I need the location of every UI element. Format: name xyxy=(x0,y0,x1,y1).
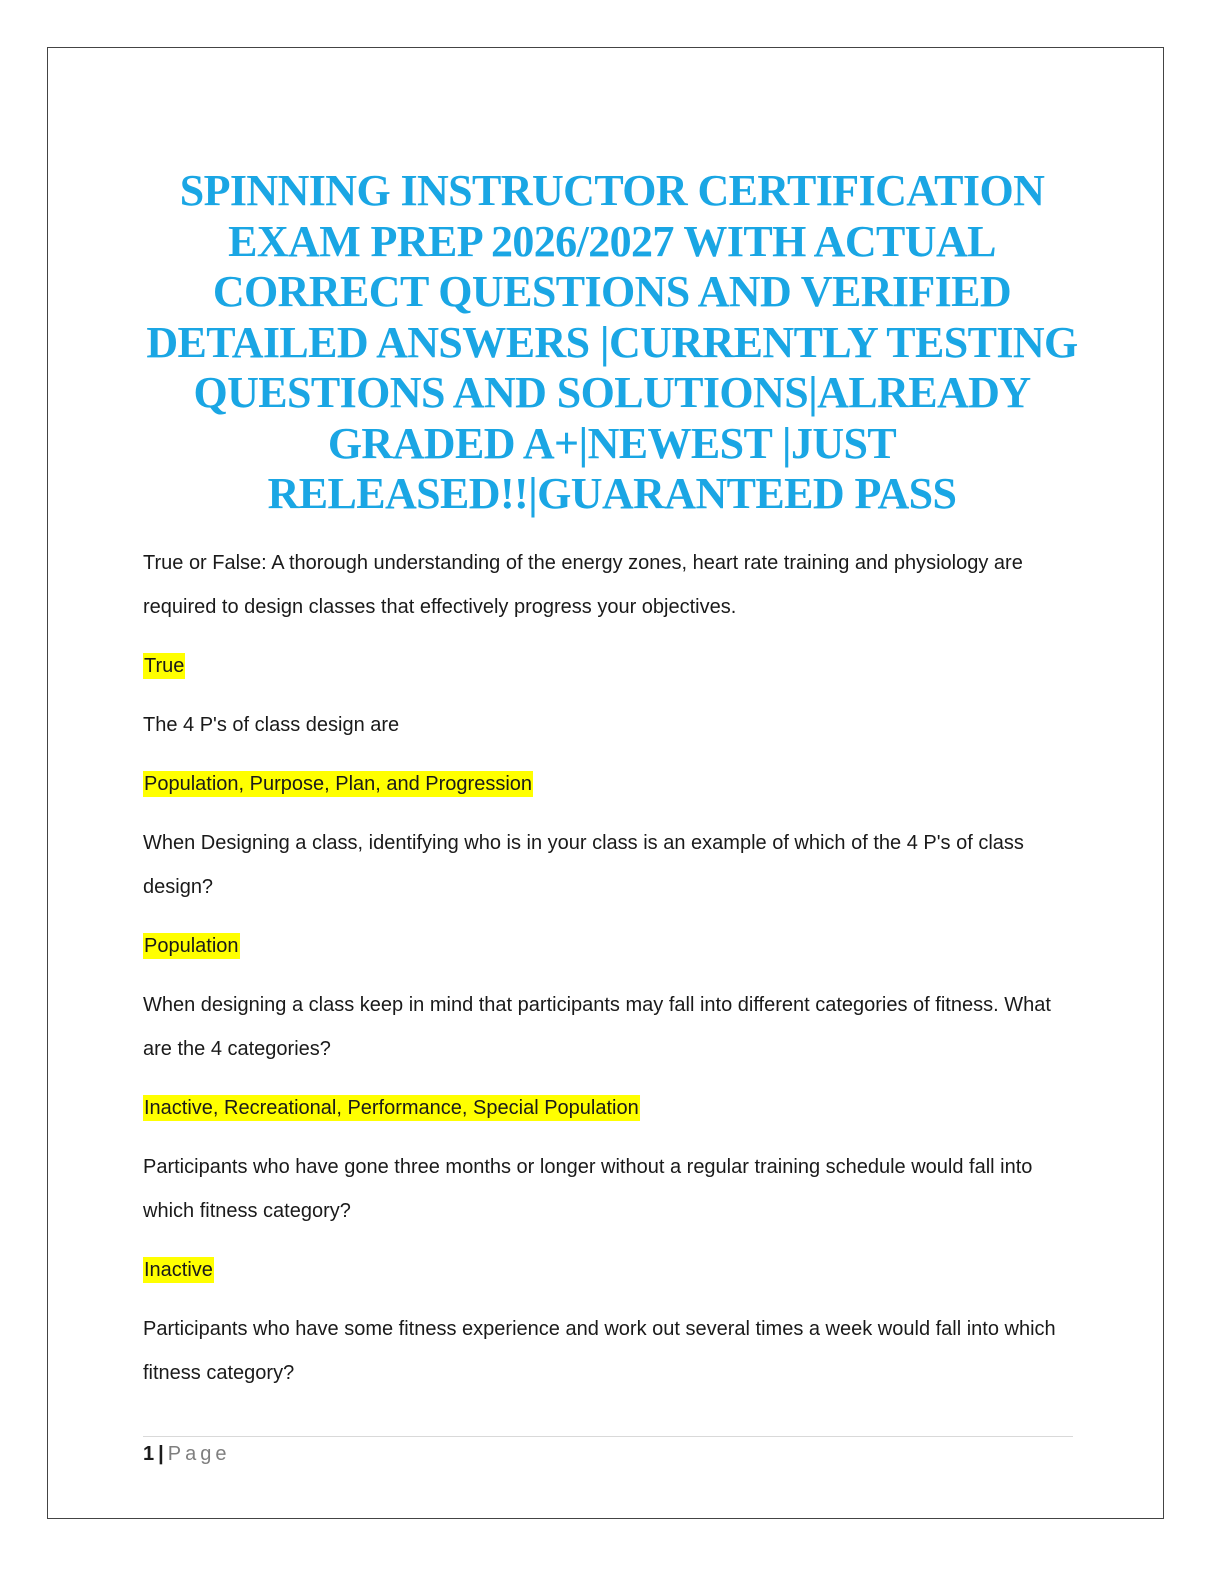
question-1: True or False: A thorough understanding … xyxy=(143,552,1023,618)
answer-5: Inactive xyxy=(143,1257,214,1283)
answer-4-row: Inactive, Recreational, Performance, Spe… xyxy=(143,1086,1083,1130)
answer-3-row: Population xyxy=(143,924,1083,968)
answer-4: Inactive, Recreational, Performance, Spe… xyxy=(143,1095,640,1121)
question-3: When Designing a class, identifying who … xyxy=(143,832,1024,898)
page-border xyxy=(47,47,1164,1519)
answer-2-row: Population, Purpose, Plan, and Progressi… xyxy=(143,762,1083,806)
answer-5-row: Inactive xyxy=(143,1248,1083,1292)
page-number: 1 xyxy=(143,1443,155,1465)
question-2: The 4 P's of class design are xyxy=(143,714,400,736)
page-footer: 1|Page xyxy=(143,1440,230,1468)
answer-1: True xyxy=(143,653,186,679)
question-4: When designing a class keep in mind that… xyxy=(143,994,1051,1060)
question-5: Participants who have gone three months … xyxy=(143,1156,1033,1222)
footer-divider xyxy=(143,1436,1073,1437)
page-label: Page xyxy=(167,1443,231,1465)
question-6: Participants who have some fitness exper… xyxy=(143,1318,1056,1384)
footer-separator: | xyxy=(158,1443,164,1465)
document-title: SPINNING INSTRUCTOR CERTIFICATION EXAM P… xyxy=(146,166,1078,518)
answer-1-row: True xyxy=(143,644,1083,688)
answer-3: Population xyxy=(143,933,240,959)
answer-2: Population, Purpose, Plan, and Progressi… xyxy=(143,771,534,797)
qa-list: True or False: A thorough understanding … xyxy=(143,541,1083,1395)
